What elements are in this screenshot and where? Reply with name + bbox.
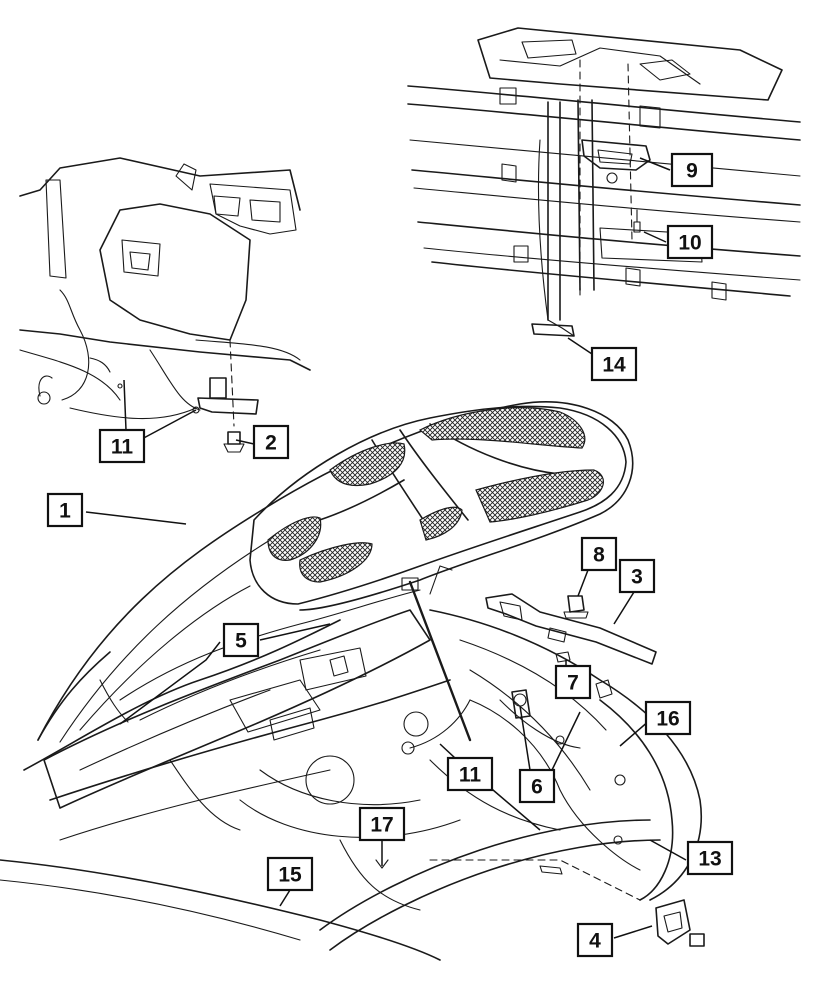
svg-text:2: 2 xyxy=(265,432,277,455)
clip-7 xyxy=(555,651,613,699)
hood-panel xyxy=(23,401,634,771)
callout-11-main: 11 xyxy=(446,756,494,792)
hood-mesh-left xyxy=(267,516,322,561)
hood-mesh-lower-center xyxy=(419,506,463,541)
svg-text:5: 5 xyxy=(235,630,247,653)
callout-14: 14 xyxy=(590,346,638,382)
svg-text:8: 8 xyxy=(593,544,605,567)
svg-text:11: 11 xyxy=(111,436,134,459)
callout-3: 3 xyxy=(618,558,656,594)
callout-6: 6 xyxy=(518,768,556,804)
hood-mesh-lower-left xyxy=(299,542,373,583)
hood-mesh-upper-left xyxy=(329,442,406,487)
callout-11-inset: 11 xyxy=(98,428,146,464)
callout-4: 4 xyxy=(576,922,614,958)
hood-mesh-upper-right xyxy=(418,407,586,449)
svg-text:15: 15 xyxy=(278,864,302,887)
callout-9: 9 xyxy=(670,152,714,188)
svg-text:3: 3 xyxy=(631,566,643,589)
hood-bracket xyxy=(485,593,657,665)
svg-text:11: 11 xyxy=(459,764,482,787)
callout-13: 13 xyxy=(686,840,734,876)
svg-text:14: 14 xyxy=(602,354,626,377)
svg-text:9: 9 xyxy=(686,160,698,183)
cable-inset-drawing xyxy=(19,157,311,453)
callout-8: 8 xyxy=(580,536,618,572)
hood-mesh-right xyxy=(475,469,604,523)
callout-17: 17 xyxy=(358,806,406,842)
svg-text:16: 16 xyxy=(656,708,679,731)
prop-rod xyxy=(401,565,472,742)
callout-1: 1 xyxy=(46,492,84,528)
svg-text:17: 17 xyxy=(370,814,393,837)
callout-10: 10 xyxy=(666,224,714,260)
svg-text:6: 6 xyxy=(531,776,543,799)
callout-2: 2 xyxy=(252,424,290,460)
svg-text:10: 10 xyxy=(678,232,701,255)
svg-text:13: 13 xyxy=(698,848,721,871)
callout-7: 7 xyxy=(554,664,592,700)
svg-text:1: 1 xyxy=(59,500,71,523)
latch-inset-drawing xyxy=(407,27,801,337)
svg-text:7: 7 xyxy=(567,672,579,695)
callout-5: 5 xyxy=(222,622,260,658)
engine-bay-structure xyxy=(0,609,705,961)
callout-16: 16 xyxy=(644,700,692,736)
push-pin-8 xyxy=(563,595,589,619)
svg-text:4: 4 xyxy=(589,930,601,953)
callout-15: 15 xyxy=(266,856,314,892)
